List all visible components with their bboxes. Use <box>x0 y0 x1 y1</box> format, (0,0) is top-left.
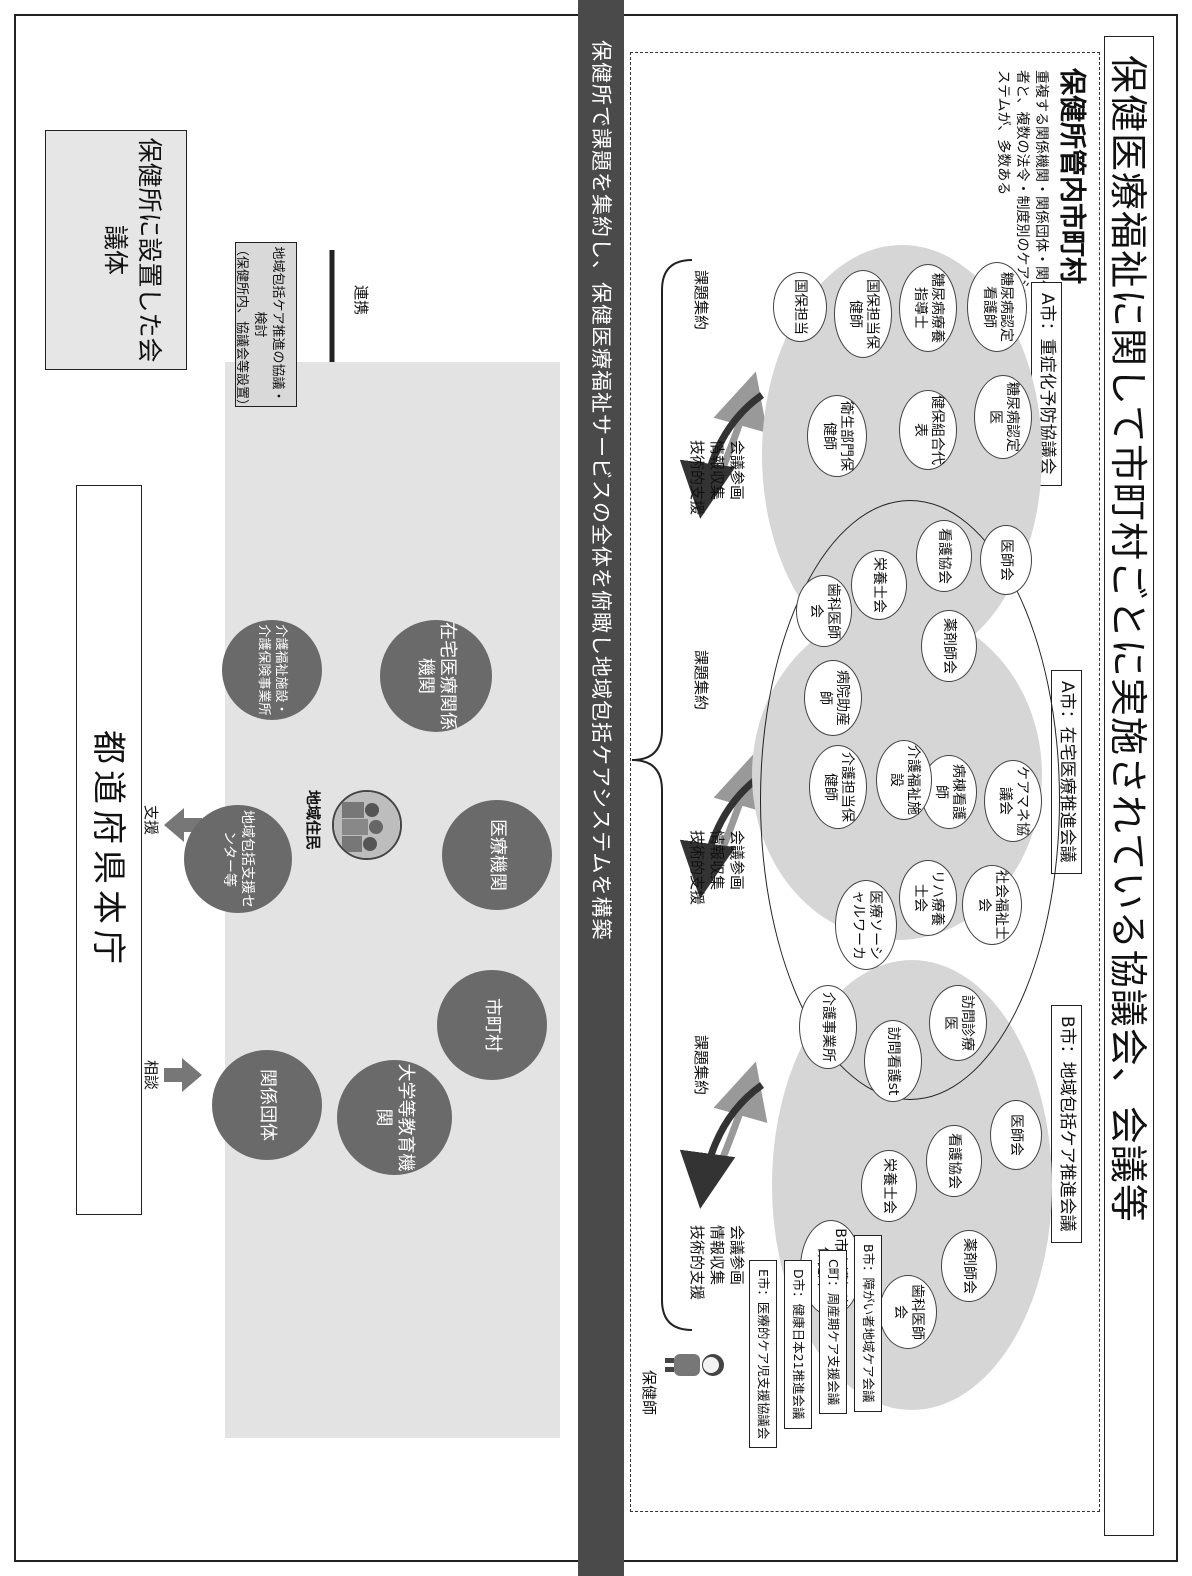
node-home-medical: 在宅医療関係機関 <box>380 620 492 732</box>
node-care-facilities: 介護福祉施設・介護保険事業所 <box>222 620 322 720</box>
node-nursing-assoc-a: 看護協会 <box>916 520 972 592</box>
hc-meeting-line2: （保健所内、協議会等設置） <box>234 243 249 413</box>
node-dental-assoc-a: 歯科医師会 <box>796 575 852 647</box>
conference-c-perinatal: C町：周産期ケア支援会議 <box>819 1250 847 1415</box>
node-nhi-nurse: 国保担当保健師 <box>834 270 892 358</box>
node-diabetes-instructor: 糖尿病療養指導士 <box>899 264 957 352</box>
brace-line <box>631 259 693 1331</box>
node-dietitian-assoc-b: 栄養士会 <box>861 1150 917 1222</box>
hc-meeting-line1: 地域包括ケア推進の協議・検討 <box>252 246 285 403</box>
node-care-manager-council: ケアマネ協議会 <box>984 760 1042 842</box>
issue-collect-3: 課題集約 <box>692 1035 710 1096</box>
node-dental-assoc-b: 歯科医師会 <box>879 1275 937 1349</box>
node-municipality: 市町村 <box>437 970 547 1080</box>
residents-label: 地域住民 <box>304 790 322 851</box>
support-arrow <box>164 808 202 842</box>
node-care-nurse: 介護担当保健師 <box>809 745 867 829</box>
node-dietitian-assoc-a: 栄養士会 <box>851 550 907 620</box>
arrow-down-1 <box>679 392 765 519</box>
conference-d-health21: D市：健康日本21推進会議 <box>784 1260 812 1429</box>
conference-e-medical-care-children: E市：医療的ケア児支援協議会 <box>749 1260 777 1449</box>
node-rehab-assoc: リハ療養士会 <box>899 860 957 936</box>
arrow-down-3 <box>679 1082 765 1209</box>
council-label-b-community: B市：地域包括ケア推進会議 <box>1051 1005 1082 1243</box>
node-pharmacist-assoc-b: 薬剤師会 <box>941 1230 997 1302</box>
node-care-facility: 介護福祉施設 <box>876 740 932 820</box>
node-medical-institution: 医療機関 <box>442 800 552 910</box>
page-title: 保健医療福祉に関して市町村ごとに実施されている協議会、会議等 <box>1104 36 1154 1536</box>
node-medical-assoc-b: 医師会 <box>990 1100 1042 1170</box>
public-health-nurse-label: 保健師 <box>640 1370 658 1416</box>
node-nhi-staff: 国保担当 <box>773 272 827 342</box>
node-university: 大学等教育機関 <box>337 1060 452 1175</box>
node-diabetes-doctor: 糖尿病認定医 <box>974 375 1032 459</box>
node-hospital-midwife: 病院助産師 <box>804 660 862 736</box>
node-medical-social-worker: 医療ソーシャルワーカ <box>835 880 897 970</box>
renkei-label: 連携 <box>352 285 370 316</box>
support-text-3: 会議参画 情報収集 技術的支援 <box>688 1225 746 1301</box>
hc-meeting-box: 地域包括ケア推進の協議・検討 （保健所内、協議会等設置） <box>234 242 297 413</box>
node-related-organizations: 関係団体 <box>212 1050 322 1160</box>
residents-center <box>332 790 402 860</box>
support-text-1: 会議参画 情報収集 技術的支援 <box>688 440 746 516</box>
support-text-2: 会議参画 情報収集 技術的支援 <box>688 830 746 906</box>
consult-arrow <box>164 1058 202 1092</box>
health-center-bar: 保健所で課題を集約し、保健医療福祉サービスの全体を俯瞰し地域包括ケアシステムを構… <box>578 0 624 1576</box>
node-visiting-doctor: 訪問診療医 <box>929 985 987 1061</box>
municipality-title: 保健所管内市町村 <box>1056 68 1087 284</box>
residents-photo-icon <box>332 792 400 860</box>
support-label: 支援 <box>142 805 160 836</box>
hc-body-box: 保健所に設置した会議体 <box>45 130 187 370</box>
node-community-support-center: 地域包括支援センター等 <box>184 805 292 913</box>
node-pharmacist-assoc-a: 薬剤師会 <box>921 610 977 682</box>
consult-label: 相談 <box>142 1060 160 1091</box>
node-diabetes-nurse: 糖尿病認定看護師 <box>967 262 1027 352</box>
public-health-nurse-figure <box>665 1345 727 1385</box>
issue-collect-2: 課題集約 <box>692 650 710 711</box>
arrow-down-2 <box>679 772 765 899</box>
node-care-office: 介護事業所 <box>799 985 857 1069</box>
conference-b-disability: B市：障がい者地域ケア会議 <box>854 1235 882 1412</box>
node-visiting-nurse-st: 訪問看護st <box>864 1020 922 1102</box>
node-medical-assoc-a: 医師会 <box>980 525 1032 595</box>
issue-collect-1: 課題集約 <box>692 270 710 331</box>
node-nursing-assoc-b: 看護協会 <box>926 1125 982 1197</box>
prefecture-box: 都道府県本庁 <box>76 485 142 1215</box>
node-social-worker-assoc: 社会福祉士会 <box>962 865 1022 945</box>
node-health-insurance-rep: 健保組合代表 <box>899 390 957 470</box>
node-health-dept-nurse: 衛生部門保健師 <box>807 395 867 477</box>
person-icon <box>665 1354 724 1376</box>
